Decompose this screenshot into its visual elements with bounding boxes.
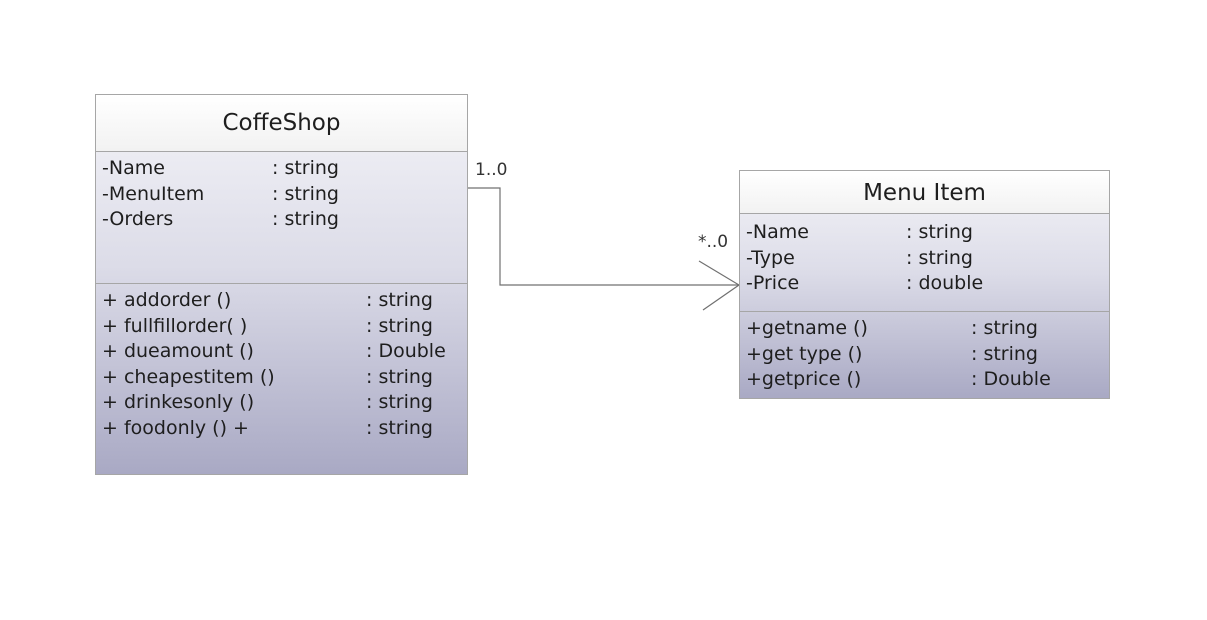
attribute-name: -Orders (102, 208, 174, 230)
class-coffeeshop[interactable]: CoffeShop -Name : string -MenuItem : str… (95, 94, 468, 475)
association-line[interactable] (468, 187, 739, 286)
operation-name: + drinkesonly () (102, 391, 255, 413)
operation-row: +get type () : string (746, 342, 1109, 368)
source-multiplicity: 1..0 (475, 160, 508, 180)
attribute-type: : string (272, 157, 339, 179)
operation-row: +getprice () : Double (746, 367, 1109, 393)
attribute-type: : double (906, 272, 984, 294)
class-menu-item[interactable]: Menu Item -Name : string -Type : string … (739, 170, 1110, 399)
operations-compartment: +getname () : string +get type () : stri… (740, 311, 1109, 393)
operation-row: + dueamount () : Double (102, 339, 467, 365)
attribute-row: -Name : string (102, 156, 467, 182)
operation-row: + addorder () : string (102, 288, 467, 314)
operation-type: : string (366, 391, 433, 413)
attribute-name: -Name (746, 221, 809, 243)
attribute-type: : string (272, 208, 339, 230)
attribute-row: -Type : string (746, 246, 1109, 272)
operation-row: +getname () : string (746, 316, 1109, 342)
attribute-row: -Price : double (746, 271, 1109, 297)
attribute-row: -Orders : string (102, 207, 467, 233)
attribute-name: -Price (746, 272, 800, 294)
attribute-name: -Type (746, 246, 795, 269)
operation-type: : string (366, 416, 433, 439)
operation-name: + foodonly () + (102, 416, 249, 439)
operation-row: + drinkesonly () : string (102, 390, 467, 416)
attribute-name: -MenuItem (102, 182, 205, 205)
operation-name: + fullfillorder( ) (102, 314, 248, 337)
attribute-row: -MenuItem : string (102, 182, 467, 208)
operation-type: : Double (971, 368, 1051, 390)
attribute-name: -Name (102, 157, 165, 179)
class-name: CoffeShop (96, 95, 467, 152)
operation-name: + dueamount () (102, 340, 254, 362)
attributes-compartment: -Name : string -Type : string -Price : d… (740, 214, 1109, 311)
attribute-type: : string (906, 221, 973, 243)
operation-type: : string (971, 342, 1038, 365)
operation-name: +getname () (746, 317, 868, 339)
attribute-type: : string (906, 246, 973, 269)
operation-row: + foodonly () + : string (102, 416, 467, 442)
operation-name: + cheapestitem () (102, 365, 275, 388)
operations-compartment: + addorder () : string + fullfillorder( … (96, 283, 467, 441)
operation-name: + addorder () (102, 289, 232, 311)
operation-type: : string (971, 317, 1038, 339)
operation-row: + cheapestitem () : string (102, 365, 467, 391)
operation-name: +get type () (746, 342, 863, 365)
operation-name: +getprice () (746, 368, 862, 390)
class-name: Menu Item (740, 171, 1109, 214)
operation-type: : Double (366, 340, 446, 362)
operation-type: : string (366, 289, 433, 311)
attribute-type: : string (272, 182, 339, 205)
attributes-compartment: -Name : string -MenuItem : string -Order… (96, 152, 467, 283)
operation-type: : string (366, 365, 433, 388)
target-multiplicity: *..0 (698, 232, 729, 252)
attribute-row: -Name : string (746, 220, 1109, 246)
operation-type: : string (366, 314, 433, 337)
operation-row: + fullfillorder( ) : string (102, 314, 467, 340)
